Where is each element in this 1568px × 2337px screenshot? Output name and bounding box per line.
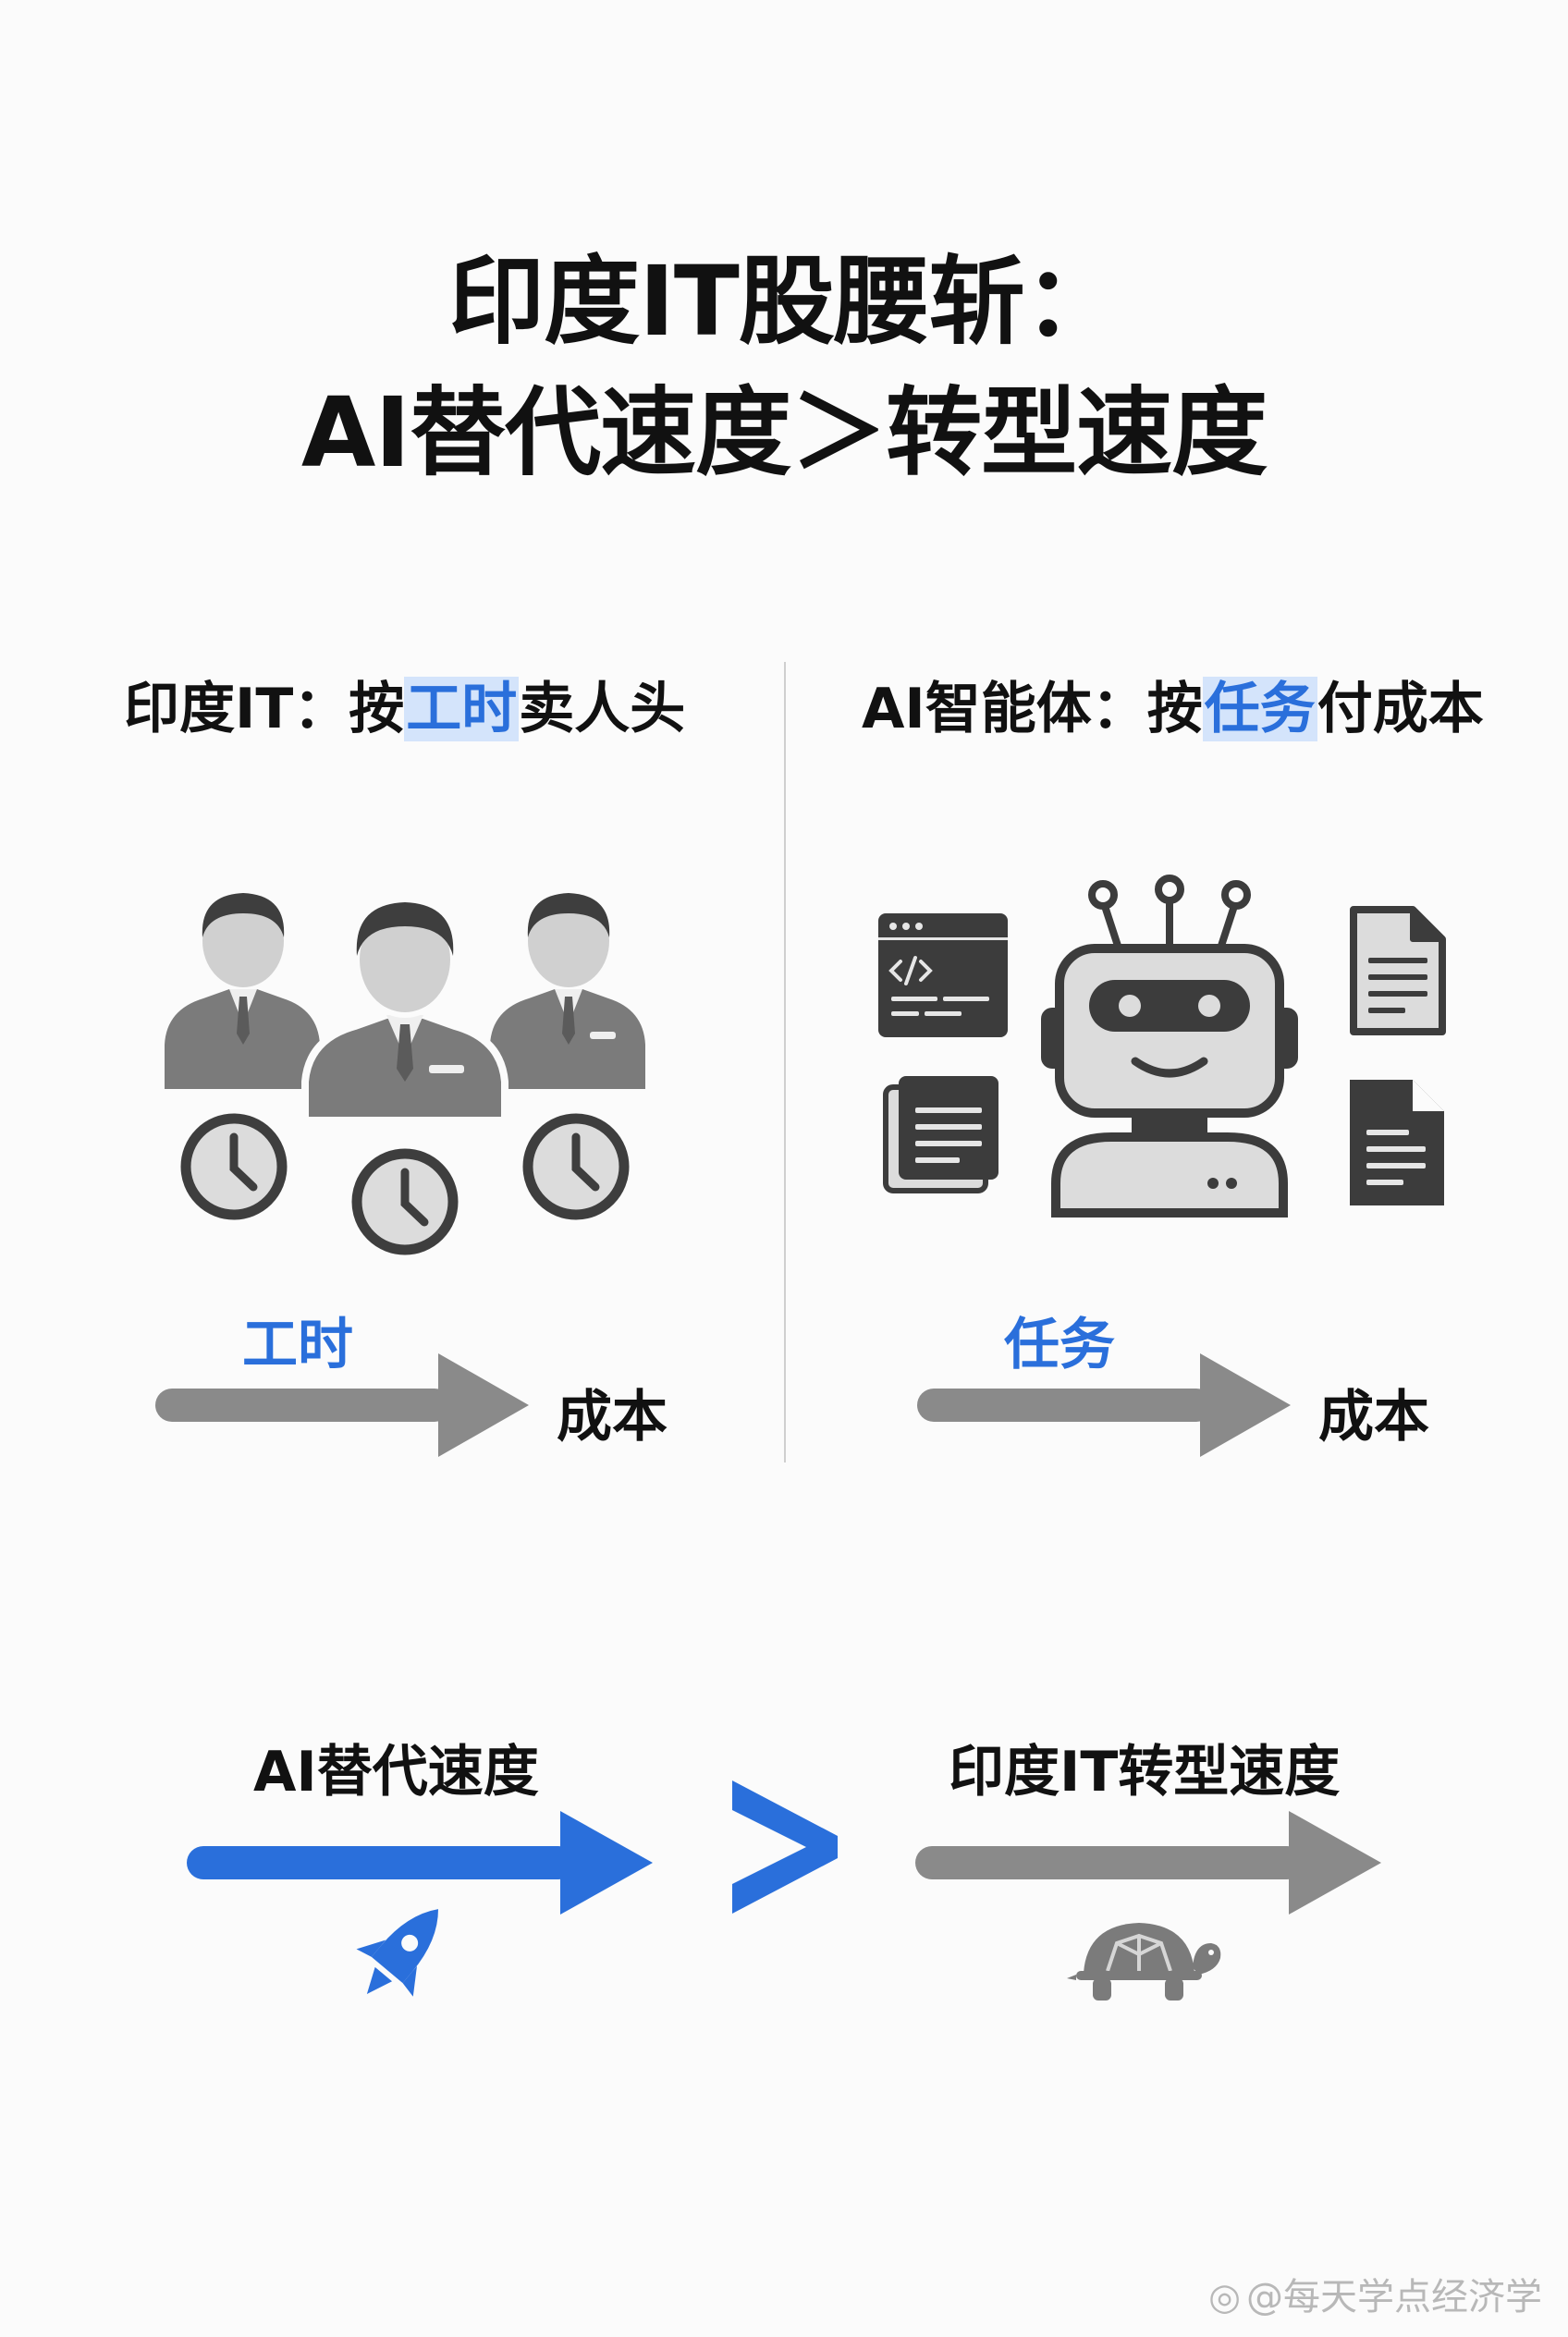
robot-icon <box>1041 875 1298 1217</box>
document-icon <box>1350 1080 1444 1205</box>
clock-icon <box>351 1148 459 1255</box>
left-heading-highlight: 工时 <box>404 677 520 741</box>
left-heading: 印度IT：按工时卖人头 <box>124 664 685 744</box>
left-flow-output-label: 成本 <box>557 1385 668 1450</box>
businessmen-illustration <box>165 893 645 1255</box>
document-stack-icon <box>883 1076 998 1193</box>
left-flow-arrow <box>155 1353 529 1457</box>
turtle-icon <box>1067 1923 1221 2001</box>
left-heading-post: 卖人头 <box>519 677 686 741</box>
document-icon <box>1350 906 1446 1035</box>
ai-agent-illustration <box>878 875 1446 1217</box>
panel-divider <box>784 662 786 1462</box>
left-heading-pre: 印度IT：按 <box>124 677 405 741</box>
right-heading-post: 付成本 <box>1317 677 1484 741</box>
right-heading-highlight: 任务 <box>1202 677 1317 741</box>
title-line-1: 印度IT股腰斩： <box>448 245 1121 358</box>
clock-icon <box>522 1113 630 1220</box>
clock-icon <box>180 1113 288 1220</box>
transformation-speed-arrow <box>915 1811 1381 1915</box>
businessman-icon <box>165 893 320 1089</box>
weibo-icon: ◎ <box>1208 2276 1241 2319</box>
right-heading-pre: AI智能体：按 <box>862 677 1203 741</box>
ai-speed-arrow <box>187 1811 653 1915</box>
watermark: ◎@每天学点经济学 <box>1208 2267 1542 2320</box>
watermark-text: @每天学点经济学 <box>1246 2276 1542 2319</box>
right-flow-arrow <box>917 1353 1291 1457</box>
transformation-speed-label: 印度IT转型速度 <box>949 1740 1341 1805</box>
right-heading: AI智能体：按任务付成本 <box>862 664 1484 744</box>
businessman-icon <box>490 893 645 1089</box>
businessman-icon <box>301 901 508 1124</box>
code-window-icon <box>878 913 1008 1037</box>
title-line-2: AI替代速度＞转型速度 <box>300 376 1268 489</box>
ai-speed-label: AI替代速度 <box>253 1740 539 1805</box>
page-title: 印度IT股腰斩： AI替代速度＞转型速度 <box>0 236 1568 498</box>
rocket-icon <box>356 1909 438 1997</box>
left-flow-input-label: 工时 <box>242 1313 353 1377</box>
right-flow-output-label: 成本 <box>1318 1385 1429 1450</box>
greater-than-symbol <box>732 1780 838 1914</box>
right-flow-input-label: 任务 <box>1004 1313 1115 1377</box>
